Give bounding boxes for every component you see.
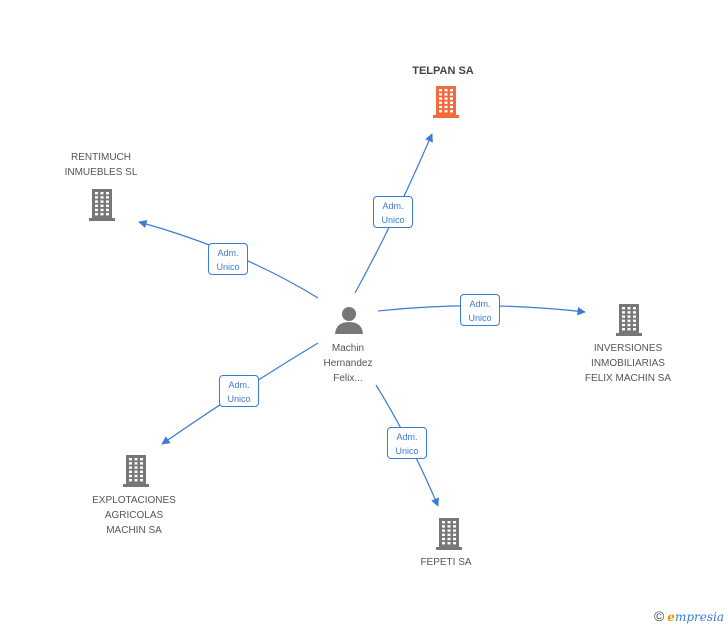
building-icon-rentimuch[interactable]: [89, 189, 115, 221]
company-label-explotaciones[interactable]: EXPLOTACIONES AGRICOLAS MACHIN SA: [92, 495, 176, 536]
edge-label-telpan[interactable]: Adm. Unico: [373, 196, 413, 228]
edge-label-rentimuch[interactable]: Adm. Unico: [208, 243, 248, 275]
edge-label-inversiones[interactable]: Adm. Unico: [460, 294, 500, 326]
company-label-rentimuch[interactable]: RENTIMUCH INMUEBLES SL: [64, 152, 138, 178]
building-icon-telpan[interactable]: [433, 86, 459, 118]
edges-layer: [138, 133, 586, 507]
brand-e: e: [667, 610, 675, 624]
building-icon-fepeti[interactable]: [436, 518, 462, 550]
copyright-icon: ©: [653, 608, 665, 624]
person-label[interactable]: Machin Hernandez Felix...: [323, 343, 373, 384]
building-icon-inversiones[interactable]: [616, 304, 642, 336]
building-icon-explotaciones[interactable]: [123, 455, 149, 487]
brand-name: mpresia: [674, 610, 724, 624]
footer-brand[interactable]: ©empresia: [654, 608, 724, 624]
company-label-fepeti[interactable]: FEPETI SA: [420, 557, 472, 568]
edge-label-explotaciones[interactable]: Adm. Unico: [219, 375, 259, 407]
company-label-inversiones[interactable]: INVERSIONES INMOBILIARIAS FELIX MACHIN S…: [584, 343, 672, 384]
edge-label-fepeti[interactable]: Adm. Unico: [387, 427, 427, 459]
person-icon[interactable]: [335, 307, 363, 334]
icons-layer: [89, 86, 642, 550]
company-label-telpan[interactable]: TELPAN SA: [412, 65, 474, 77]
